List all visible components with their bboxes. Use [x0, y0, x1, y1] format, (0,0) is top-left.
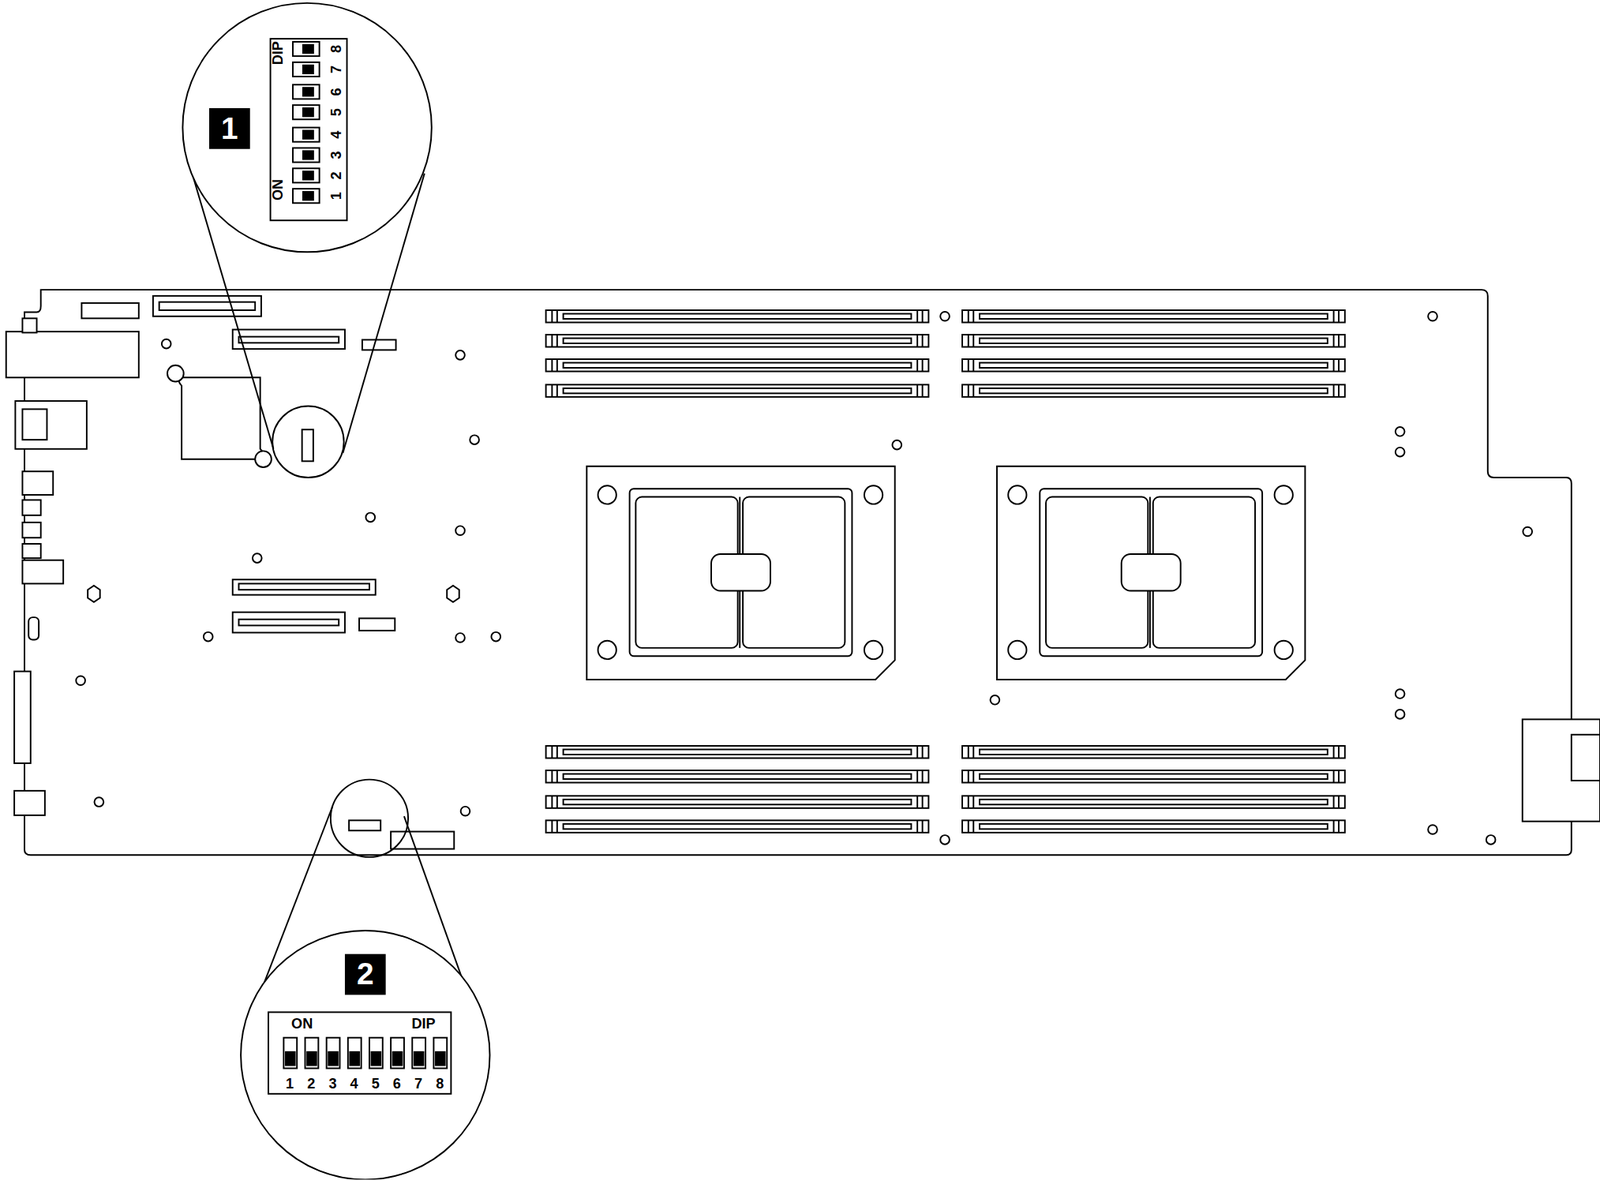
dimm-slot — [546, 359, 930, 372]
switch-label: ON — [291, 1016, 313, 1031]
callout-box: 2 — [344, 954, 386, 996]
dimm-slot — [546, 384, 930, 398]
dip-switch-small — [302, 429, 382, 831]
serial-connector — [14, 671, 31, 764]
led — [22, 543, 41, 559]
connector — [390, 831, 454, 850]
connector — [232, 329, 345, 350]
rj45-jack — [22, 408, 47, 440]
switch-label: 8 — [435, 1076, 444, 1091]
mounting-holes — [75, 311, 1533, 845]
magnify-spot — [330, 779, 409, 858]
switch-label: 4 — [328, 131, 343, 139]
switch-label: 2 — [328, 171, 343, 180]
switch-label: DIP — [411, 1016, 435, 1031]
led — [22, 522, 41, 538]
cpu-socket — [996, 466, 1305, 680]
switch-label: 5 — [371, 1076, 380, 1091]
hole — [254, 450, 272, 468]
callout-number: 2 — [356, 959, 375, 990]
switch-label: 2 — [307, 1076, 315, 1091]
switch-label: 7 — [414, 1076, 423, 1091]
dimm-slot — [962, 745, 1346, 759]
usb-port — [22, 471, 53, 495]
port-latch — [22, 318, 37, 333]
dimm-slot — [962, 384, 1346, 398]
switch-label: 4 — [350, 1076, 359, 1091]
rear-ports — [6, 318, 139, 816]
connector — [232, 612, 345, 634]
connector — [359, 618, 395, 631]
standoff — [446, 585, 460, 603]
dimm-slot — [546, 310, 930, 323]
dip-switch-1 — [270, 38, 348, 221]
dimm-slot — [962, 310, 1346, 323]
switch-label: ON — [270, 179, 285, 201]
dimm-slot — [546, 795, 930, 809]
callout-box: 1 — [209, 108, 251, 150]
connector — [238, 583, 369, 590]
board-outline — [24, 289, 1572, 855]
rear-connector — [1571, 734, 1600, 781]
dimm-slots — [546, 310, 1346, 833]
board-connectors — [81, 296, 1600, 850]
sfp-port — [6, 331, 139, 378]
dimm-slot — [546, 770, 930, 784]
connector — [159, 302, 256, 311]
dimm-slot — [546, 820, 930, 833]
connector — [238, 619, 339, 626]
connector — [238, 337, 339, 344]
power-connector — [14, 790, 45, 816]
switch-label: 8 — [328, 44, 343, 53]
switch-label: 3 — [328, 150, 343, 159]
connector — [232, 579, 376, 595]
dimm-slot — [962, 334, 1346, 348]
switch-label: 5 — [328, 108, 343, 117]
callout-number: 1 — [221, 112, 239, 144]
switch-label: 7 — [328, 65, 343, 74]
switch-label: 3 — [328, 1076, 337, 1091]
dimm-slot — [962, 770, 1346, 784]
led — [22, 499, 41, 515]
dimm-slot — [962, 359, 1346, 372]
callout-circle — [240, 930, 490, 1180]
magnify-spot — [272, 406, 344, 478]
switch-label: DIP — [270, 41, 285, 65]
chip-area — [178, 377, 264, 459]
dimm-slot — [962, 820, 1346, 833]
standoff — [87, 585, 101, 603]
dimm-slot — [546, 745, 930, 759]
rj45-port — [14, 400, 87, 450]
switch-label: 1 — [285, 1076, 294, 1091]
hole — [167, 365, 184, 383]
connector — [81, 303, 139, 319]
switch-label: 6 — [328, 87, 343, 96]
leader-lines — [187, 154, 484, 1039]
dimm-slot — [962, 795, 1346, 809]
dip-switch-2 — [268, 1011, 451, 1094]
switch-label: 6 — [393, 1076, 401, 1091]
connector — [362, 339, 397, 350]
connector — [153, 296, 262, 317]
cpu-socket — [586, 466, 895, 680]
button — [22, 560, 64, 585]
callout-circle — [182, 3, 431, 252]
micro-usb — [28, 617, 39, 640]
switch-label: 1 — [328, 191, 343, 200]
dimm-slot — [546, 334, 930, 348]
rear-connector — [1522, 719, 1600, 821]
